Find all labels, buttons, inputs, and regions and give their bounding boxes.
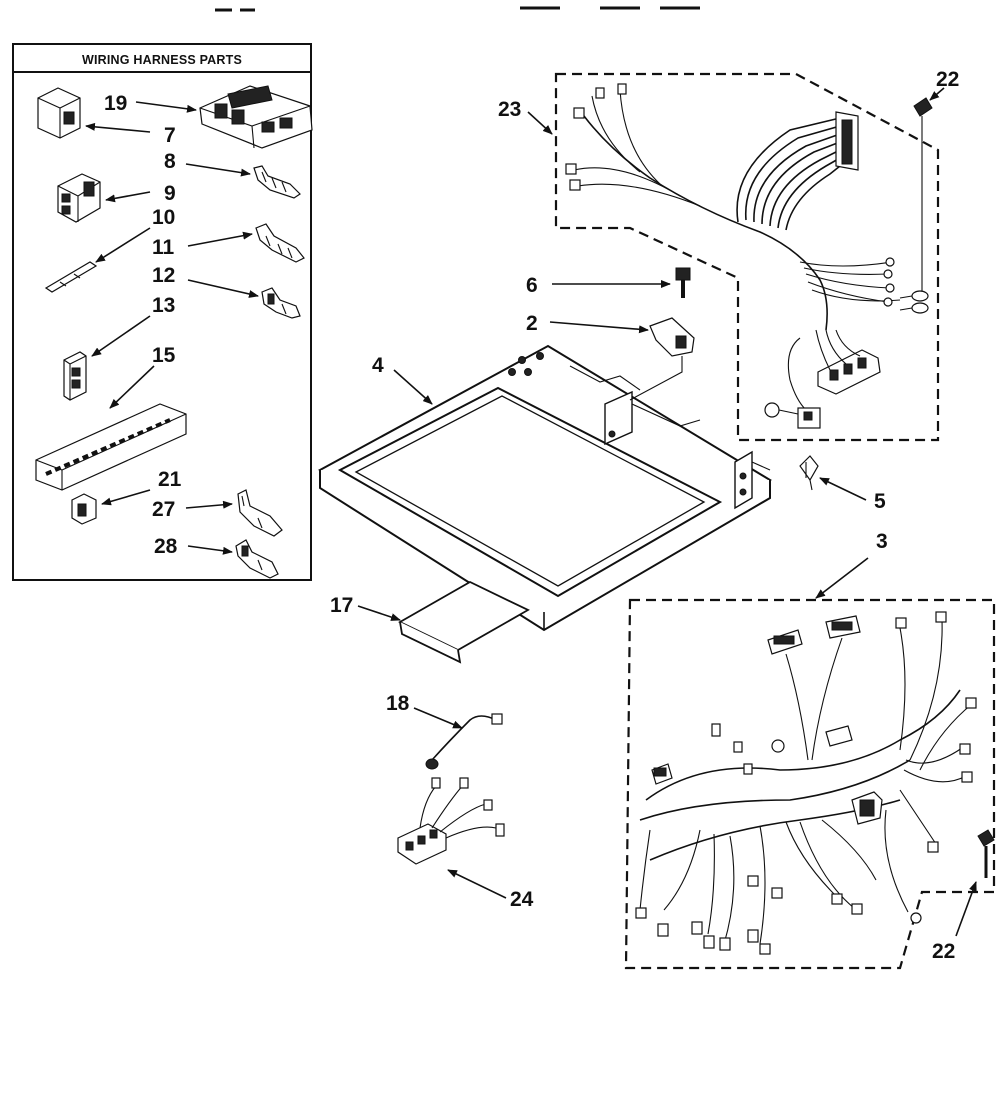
part-4-top-panel xyxy=(318,344,772,632)
callout-17: 17 xyxy=(330,594,353,617)
part-9-connector-housing xyxy=(57,173,101,223)
callout-19: 19 xyxy=(104,92,127,115)
part-8-terminal xyxy=(253,165,301,199)
callout-22-top: 22 xyxy=(936,68,959,91)
part-27-terminal xyxy=(237,489,283,537)
callout-21: 21 xyxy=(158,468,182,491)
callout-18: 18 xyxy=(386,692,410,715)
callout-13: 13 xyxy=(152,294,175,317)
part-13-connector xyxy=(63,351,87,401)
callout-27: 27 xyxy=(152,498,175,521)
part-12-terminal xyxy=(261,287,301,319)
callout-10: 10 xyxy=(152,206,175,229)
callout-12: 12 xyxy=(152,264,175,287)
cropped-header xyxy=(215,6,700,12)
part-18-wire-lead xyxy=(425,713,503,770)
part-6-screw xyxy=(675,267,691,298)
part-24-connector-lead xyxy=(397,777,505,865)
part-3-main-harness-group xyxy=(624,598,996,970)
part-19-connector-block xyxy=(199,85,313,149)
callout-15: 15 xyxy=(152,344,176,367)
part-21-connector xyxy=(71,493,97,525)
main-callouts: 22 23 6 2 4 5 3 17 18 24 22 xyxy=(330,68,977,963)
part-5-clip xyxy=(799,455,819,491)
callout-23: 23 xyxy=(498,98,521,121)
callout-22-bottom: 22 xyxy=(932,940,955,963)
callout-2: 2 xyxy=(526,312,538,335)
callout-4: 4 xyxy=(372,354,384,377)
part-23-harness-group xyxy=(554,72,940,442)
part-11-terminal xyxy=(255,223,305,263)
callout-8: 8 xyxy=(164,150,176,173)
callout-6: 6 xyxy=(526,274,538,297)
callout-9: 9 xyxy=(164,182,176,205)
part-10-pin xyxy=(44,261,98,293)
callout-5: 5 xyxy=(874,490,886,513)
part-15-terminal-strip xyxy=(35,403,187,491)
callout-7: 7 xyxy=(164,124,176,147)
part-2-lid-switch xyxy=(629,317,695,401)
part-7-connector-housing xyxy=(37,87,81,139)
callout-24: 24 xyxy=(510,888,534,911)
wiring-harness-parts-title: WIRING HARNESS PARTS xyxy=(82,53,242,67)
callout-28: 28 xyxy=(154,535,178,558)
legend-callouts: 19 7 8 9 10 11 12 13 15 21 27 28 xyxy=(85,92,259,558)
callout-3: 3 xyxy=(876,530,888,553)
callout-11: 11 xyxy=(152,236,175,259)
part-28-terminal xyxy=(235,539,279,579)
part-17-lid-strip xyxy=(398,580,530,664)
